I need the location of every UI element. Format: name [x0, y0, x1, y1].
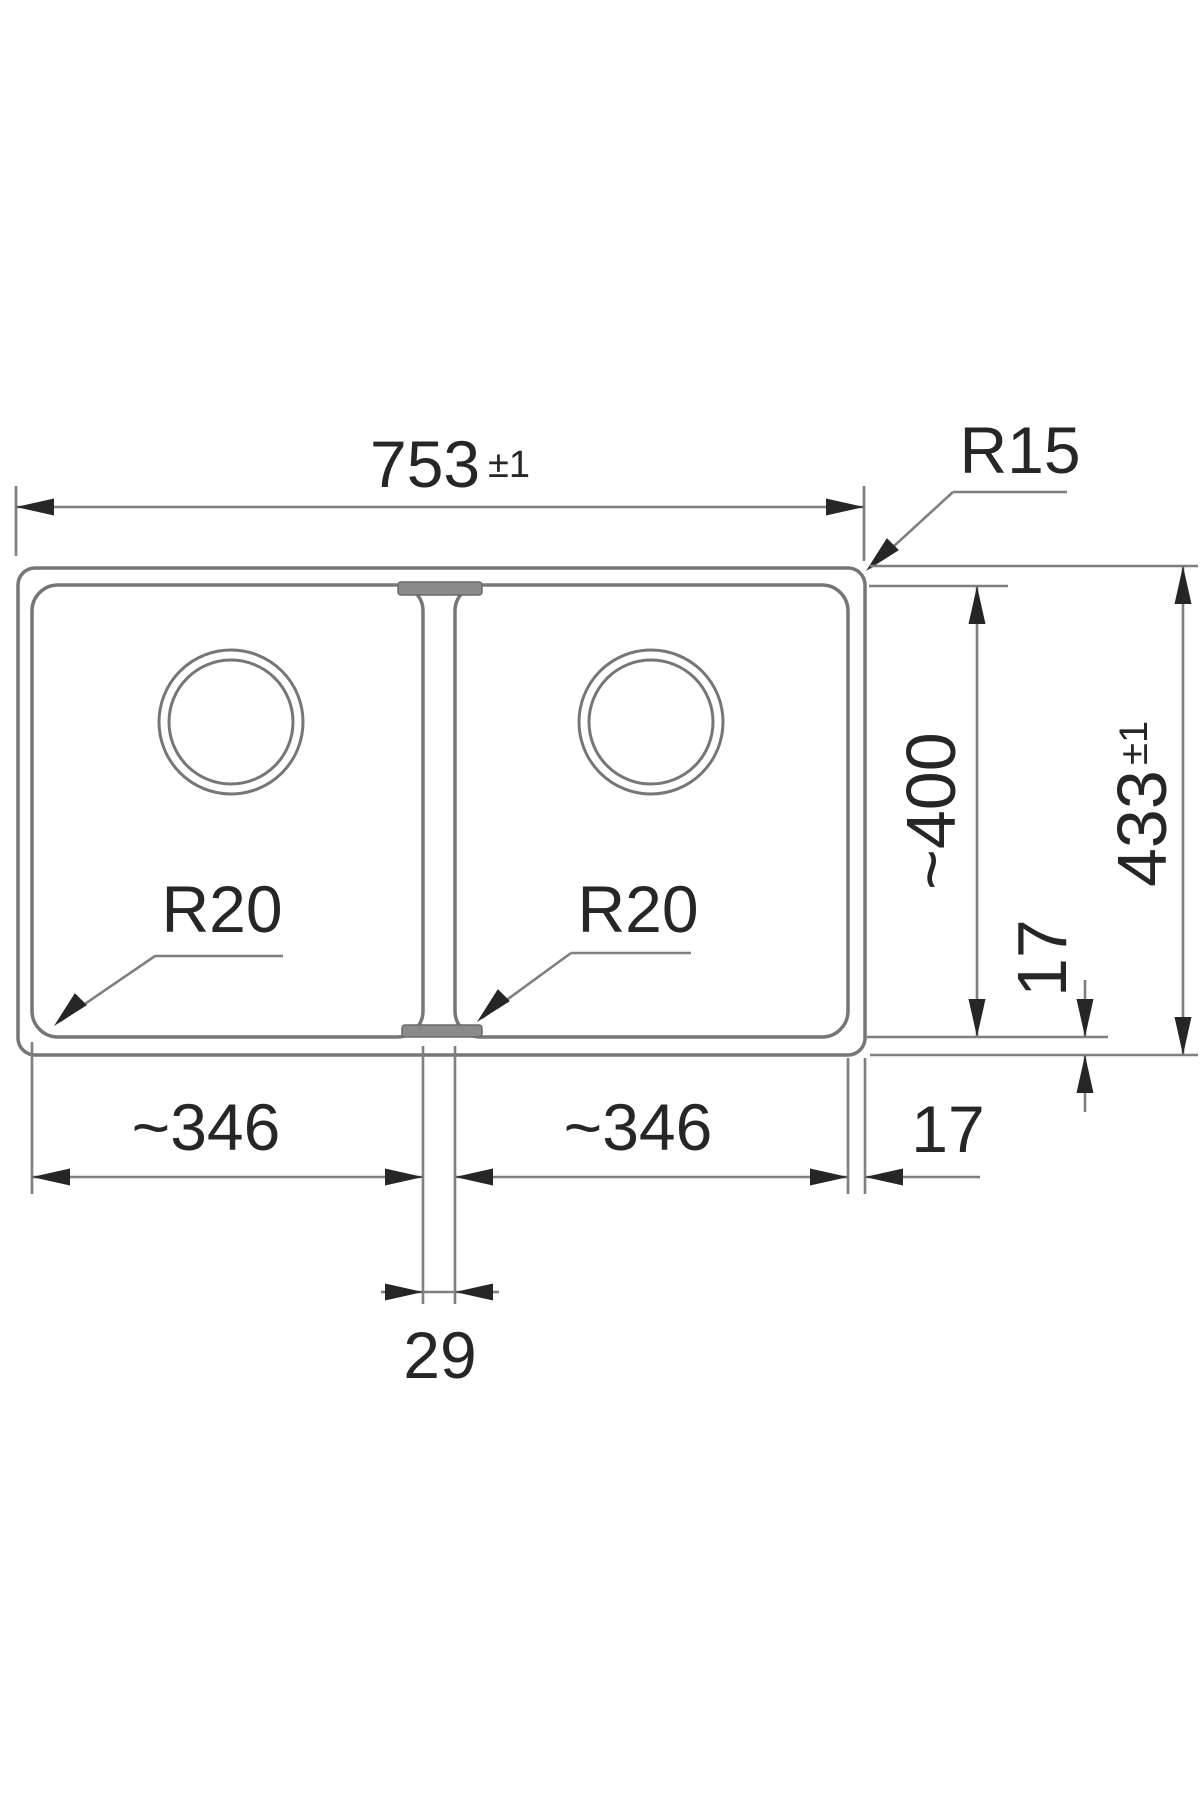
dimension-corner-radius: R15 [859, 413, 1081, 578]
dimension-bowl-depth: ~400 [869, 584, 1008, 1037]
dimension-top-width: 753 ±1 [14, 427, 866, 561]
dimension-right-rim: 17 [865, 1092, 985, 1186]
top-width-value: 753 [370, 427, 480, 501]
right-rim-label: 17 [911, 1092, 984, 1166]
dimension-bowl-right-radius: R20 [470, 872, 699, 1029]
divider-top-cap [397, 581, 483, 596]
dimension-total-depth: 433 ±1 [870, 564, 1198, 1057]
top-width-tolerance: ±1 [488, 444, 530, 486]
bottom-rim-label: 17 [1003, 919, 1081, 997]
dimension-bottom-rim: 17 [867, 919, 1108, 1112]
total-depth-tolerance: ±1 [1112, 721, 1156, 765]
divider-width-label: 29 [403, 1318, 476, 1392]
drain-right-outer-circle [577, 648, 725, 796]
dimension-bowl-right-width: ~346 [455, 1090, 848, 1186]
bowl-left-radius-label: R20 [161, 872, 282, 946]
sink-bowl-left [30, 583, 425, 1039]
divider-bottom-cap [401, 1024, 483, 1038]
drain-right-inner-circle [587, 658, 715, 786]
bowl-depth-label: ~400 [892, 732, 970, 890]
bowl-right-width-label: ~346 [564, 1090, 713, 1164]
dimension-bowl-left-width: ~346 [32, 1090, 423, 1186]
sink-bowl-right [453, 583, 850, 1039]
total-depth-value: 433 [1103, 770, 1181, 887]
dimension-bowl-left-radius: R20 [47, 872, 283, 1033]
bowl-left-width-label: ~346 [132, 1090, 281, 1164]
dimension-divider-width: 29 [381, 1283, 499, 1392]
corner-radius-label: R15 [959, 413, 1080, 487]
drain-left-inner-circle [167, 658, 295, 786]
drain-left-outer-circle [157, 648, 305, 796]
bottom-extension-lines [30, 1042, 867, 1304]
bowl-right-radius-label: R20 [577, 872, 698, 946]
sink-body [16, 566, 867, 1057]
